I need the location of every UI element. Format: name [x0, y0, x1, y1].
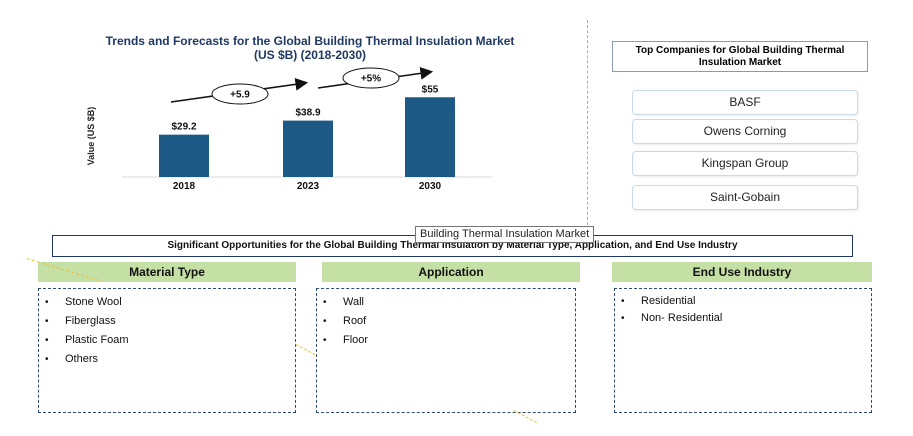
tooltip: Building Thermal Insulation Market	[415, 226, 595, 243]
category-label-2018: 2018	[173, 181, 196, 192]
chart-bars	[159, 97, 455, 177]
company-owens-corning: Owens Corning	[632, 119, 858, 144]
section-divider	[587, 20, 588, 230]
growth-badge-2	[342, 67, 400, 89]
value-label-2023: $38.9	[295, 108, 320, 119]
bar-2030	[405, 97, 455, 177]
companies-title: Top Companies for Global Building Therma…	[612, 41, 868, 72]
company-saint-gobain: Saint-Gobain	[632, 185, 858, 210]
end-use-industry-list: Residential Non- Residential	[614, 288, 872, 413]
list-item: Stone Wool	[45, 293, 295, 312]
chart-title-line-2: (US $B) (2018-2030)	[253, 48, 367, 62]
chart-annotations: +5.9 +5%	[170, 67, 434, 105]
value-label-2018: $29.2	[171, 122, 196, 133]
list-item: Non- Residential	[621, 310, 871, 327]
category-label-2030: 2030	[419, 181, 442, 192]
material-type-list: Stone Wool Fiberglass Plastic Foam Other…	[38, 288, 296, 413]
application-header: Application	[322, 262, 580, 282]
list-item: Wall	[323, 293, 575, 312]
value-label-2030: $55	[422, 84, 439, 95]
list-item: Plastic Foam	[45, 331, 295, 350]
y-axis-label: Value (US $B)	[86, 107, 96, 166]
list-item: Residential	[621, 293, 871, 310]
growth-badge-1	[211, 83, 269, 105]
bar-2018	[159, 134, 209, 177]
list-item: Floor	[323, 331, 575, 350]
list-item: Others	[45, 350, 295, 369]
list-item: Fiberglass	[45, 312, 295, 331]
list-item: Roof	[323, 312, 575, 331]
chart-title-line-1: Trends and Forecasts for the Global Buil…	[105, 34, 515, 48]
application-list: Wall Roof Floor	[316, 288, 576, 413]
chart-labels: $29.2 2018 $38.9 2023 $55 2030	[171, 84, 441, 192]
company-kingspan-group: Kingspan Group	[632, 151, 858, 176]
bar-2023	[283, 120, 333, 177]
material-type-header: Material Type	[38, 262, 296, 282]
company-basf: BASF	[632, 90, 858, 115]
growth-label-1: +5.9	[230, 90, 250, 101]
category-label-2023: 2023	[297, 181, 320, 192]
growth-label-2: +5%	[361, 74, 381, 85]
end-use-industry-header: End Use Industry	[612, 262, 872, 282]
chart-title: Trends and Forecasts for the Global Buil…	[60, 34, 560, 62]
